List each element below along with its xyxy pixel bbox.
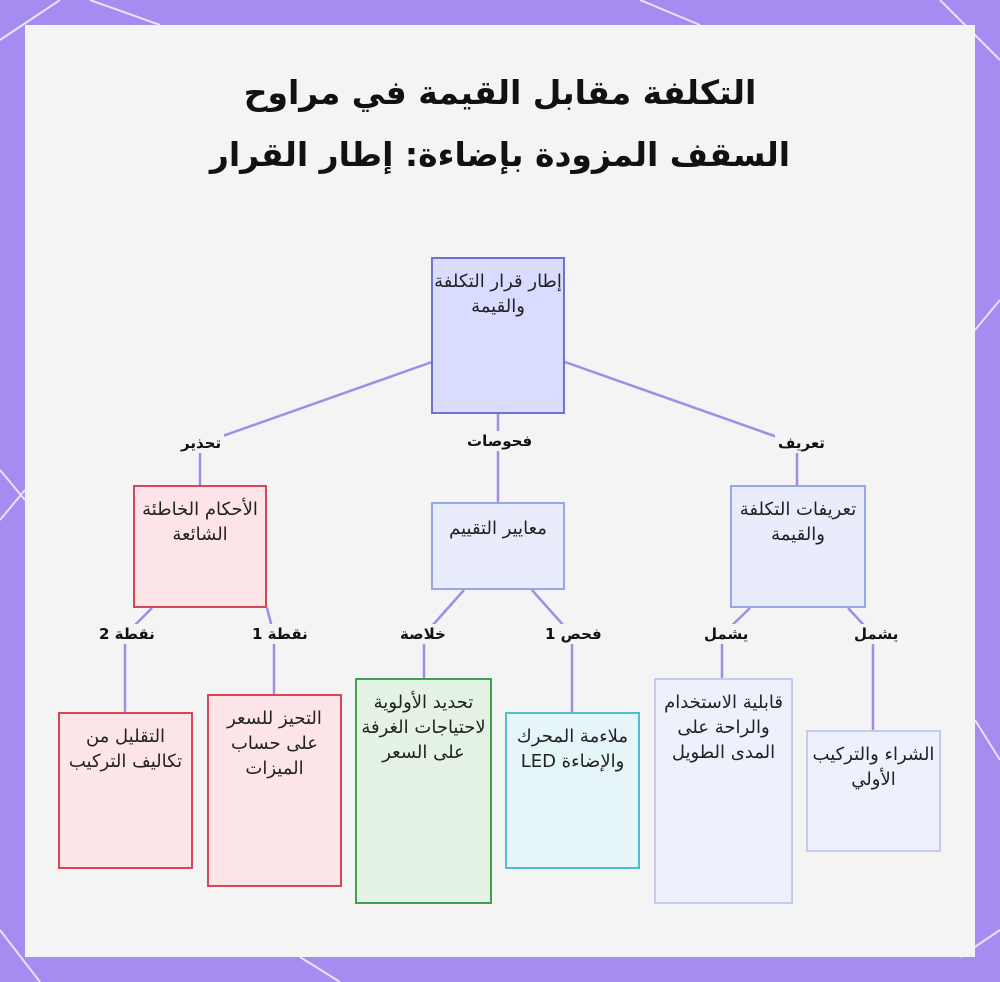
node-decision-framework-label: إطار قرار التكلفة والقيمة <box>434 271 562 317</box>
edge-root-definitions <box>564 360 799 486</box>
edge-label-point2: نقطة 2 <box>96 624 158 644</box>
edge-root-pitfalls <box>198 360 433 486</box>
edge-pitfalls-bias <box>265 607 276 695</box>
node-common-pitfalls-label: الأحكام الخاطئة الشائعة <box>142 499 258 545</box>
node-decision-framework: إطار قرار التكلفة والقيمة <box>431 257 565 414</box>
edge-label-warning: تحذير <box>178 433 225 453</box>
node-cost-value-definitions: تعريفات التكلفة والقيمة <box>730 485 866 608</box>
node-motor-led-fit: ملاءمة المحرك والإضاءة LED <box>505 712 640 869</box>
node-price-bias: التحيز للسعر على حساب الميزات <box>207 694 342 887</box>
node-usability-comfort: قابلية الاستخدام والراحة على المدى الطوي… <box>654 678 793 904</box>
edge-criteria-motor <box>531 589 574 713</box>
page-title: التكلفة مقابل القيمة في مراوح السقف المز… <box>209 73 791 174</box>
node-evaluation-criteria-label: معايير التقييم <box>449 518 547 539</box>
edge-label-point1: نقطة 1 <box>249 624 311 644</box>
node-evaluation-criteria: معايير التقييم <box>431 502 565 590</box>
edge-label-definition: تعريف <box>775 433 828 453</box>
node-prioritize-room-needs: تحديد الأولوية لاحتياجات الغرفة على السع… <box>355 678 492 904</box>
node-common-pitfalls: الأحكام الخاطئة الشائعة <box>133 485 267 608</box>
node-motor-led-fit-label: ملاءمة المحرك والإضاءة LED <box>516 726 629 772</box>
edge-label-summary: خلاصة <box>397 624 449 644</box>
node-cost-value-definitions-label: تعريفات التكلفة والقيمة <box>739 499 857 545</box>
node-prioritize-room-needs-label: تحديد الأولوية لاحتياجات الغرفة على السع… <box>361 692 486 763</box>
node-price-bias-label: التحيز للسعر على حساب الميزات <box>227 708 322 779</box>
edge-label-checks: فحوصات <box>464 431 536 451</box>
node-purchase-install-label: الشراء والتركيب الأولي <box>812 744 935 790</box>
edge-label-includes-a: يشمل <box>701 624 752 644</box>
node-reduce-install-costs: التقليل من تكاليف التركيب <box>58 712 193 869</box>
edge-label-includes-b: يشمل <box>851 624 902 644</box>
node-usability-comfort-label: قابلية الاستخدام والراحة على المدى الطوي… <box>664 692 783 763</box>
node-reduce-install-costs-label: التقليل من تكاليف التركيب <box>68 726 183 772</box>
node-purchase-install: الشراء والتركيب الأولي <box>806 730 941 852</box>
edge-label-check1: فحص 1 <box>542 624 605 644</box>
